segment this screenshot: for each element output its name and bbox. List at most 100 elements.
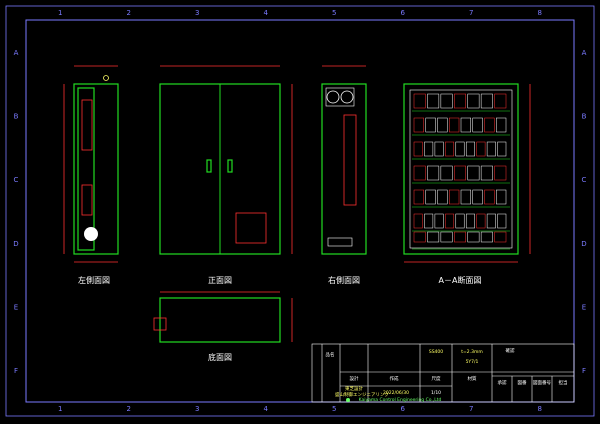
grid-row-left-E: E (14, 304, 18, 312)
tb-date: 2022/06/30 (383, 390, 409, 396)
component-block (472, 117, 483, 133)
grid-row-left-F: F (14, 367, 18, 375)
grid-row-left-C: C (14, 176, 19, 184)
component-block (424, 141, 434, 157)
section-outline (403, 83, 519, 255)
component-block (494, 231, 507, 243)
tb-label-9: 担当 (559, 379, 568, 386)
grid-row-right-C: C (582, 176, 587, 184)
right-view-hinge (343, 114, 357, 206)
tb-label-3: 作成 (390, 375, 399, 382)
left-lifting-eye (103, 75, 109, 81)
component-block (460, 117, 471, 133)
component-block (486, 213, 496, 229)
component-block (484, 189, 495, 205)
component-block (413, 117, 424, 133)
company-logo-icon (346, 398, 350, 402)
tb-material: SS400 (429, 349, 443, 355)
left-view-title: 左側面図 (78, 275, 110, 285)
right-view-fan-box (325, 87, 355, 107)
outer-border (5, 5, 595, 417)
component-block (454, 93, 466, 109)
right-view-outline (321, 83, 367, 255)
grid-col-bottom-3: 3 (195, 405, 199, 413)
component-block (427, 231, 440, 243)
component-block (413, 165, 426, 181)
grid-col-top-6: 6 (401, 9, 406, 17)
tb-scale: 1/10 (431, 390, 441, 396)
component-block (486, 141, 496, 157)
component-block (413, 189, 424, 205)
tb-thickness: t=2.3mm (461, 349, 482, 355)
right-fan-1 (326, 90, 340, 104)
grid-col-top-3: 3 (195, 9, 199, 17)
section-mounting-plate (409, 89, 513, 249)
right-view-title: 右側面図 (328, 275, 360, 285)
grid-col-top-4: 4 (264, 9, 269, 17)
component-block (445, 213, 455, 229)
bottom-view-bracket (153, 317, 167, 331)
component-block (437, 117, 448, 133)
grid-row-left-D: D (13, 240, 18, 248)
left-view-hinge-lower (81, 184, 93, 216)
component-block (424, 213, 434, 229)
component-block (497, 213, 507, 229)
grid-row-right-E: E (582, 304, 586, 312)
tb-label-2: 設計 (350, 375, 359, 382)
grid-row-right-D: D (581, 240, 586, 248)
right-fan-2 (340, 90, 354, 104)
component-block (480, 93, 493, 109)
left-side-view: 左側面図 (63, 65, 119, 285)
component-block (413, 93, 426, 109)
left-view-outline (73, 83, 119, 255)
grid-row-right-F: F (582, 367, 586, 375)
component-block (413, 141, 423, 157)
grid-col-top-5: 5 (332, 9, 336, 17)
grid-col-bottom-8: 8 (538, 405, 542, 413)
component-block (467, 93, 480, 109)
component-block (427, 165, 440, 181)
component-block (434, 213, 444, 229)
component-block (427, 93, 440, 109)
component-block (496, 117, 507, 133)
component-block (449, 117, 460, 133)
component-block (467, 231, 480, 243)
component-block (465, 213, 475, 229)
component-block (494, 93, 507, 109)
component-block (455, 141, 465, 157)
component-block (454, 231, 466, 243)
grid-col-bottom-6: 6 (401, 405, 406, 413)
bottom-view-title: 底面図 (208, 352, 232, 362)
front-view-title: 正面図 (208, 276, 232, 285)
grid-row-right-A: A (582, 49, 587, 57)
tb-label-4: 尺度 (432, 375, 441, 382)
component-block (465, 141, 475, 157)
component-block (425, 189, 436, 205)
component-block (497, 141, 507, 157)
tb-label-7: 図番 (518, 379, 527, 386)
component-block (425, 117, 436, 133)
component-block (484, 117, 495, 133)
bottom-view: 底面図 (153, 291, 293, 362)
component-block (467, 165, 480, 181)
tb-company-en: Kaiyama Control Engineering Co.,Ltd (359, 397, 442, 403)
component-block (455, 213, 465, 229)
tb-label-8: 図面番号 (533, 379, 551, 386)
grid-col-bottom-2: 2 (127, 405, 131, 413)
section-components (412, 93, 510, 250)
component-block (440, 165, 453, 181)
component-block (445, 141, 455, 157)
tb-label-10: 確認 (506, 347, 515, 354)
component-block (440, 231, 453, 243)
component-block (480, 231, 493, 243)
component-block (437, 189, 448, 205)
component-block (440, 93, 453, 109)
inner-border (25, 19, 575, 403)
right-view-gland (327, 237, 353, 247)
tb-label-1: 品名 (326, 351, 335, 358)
